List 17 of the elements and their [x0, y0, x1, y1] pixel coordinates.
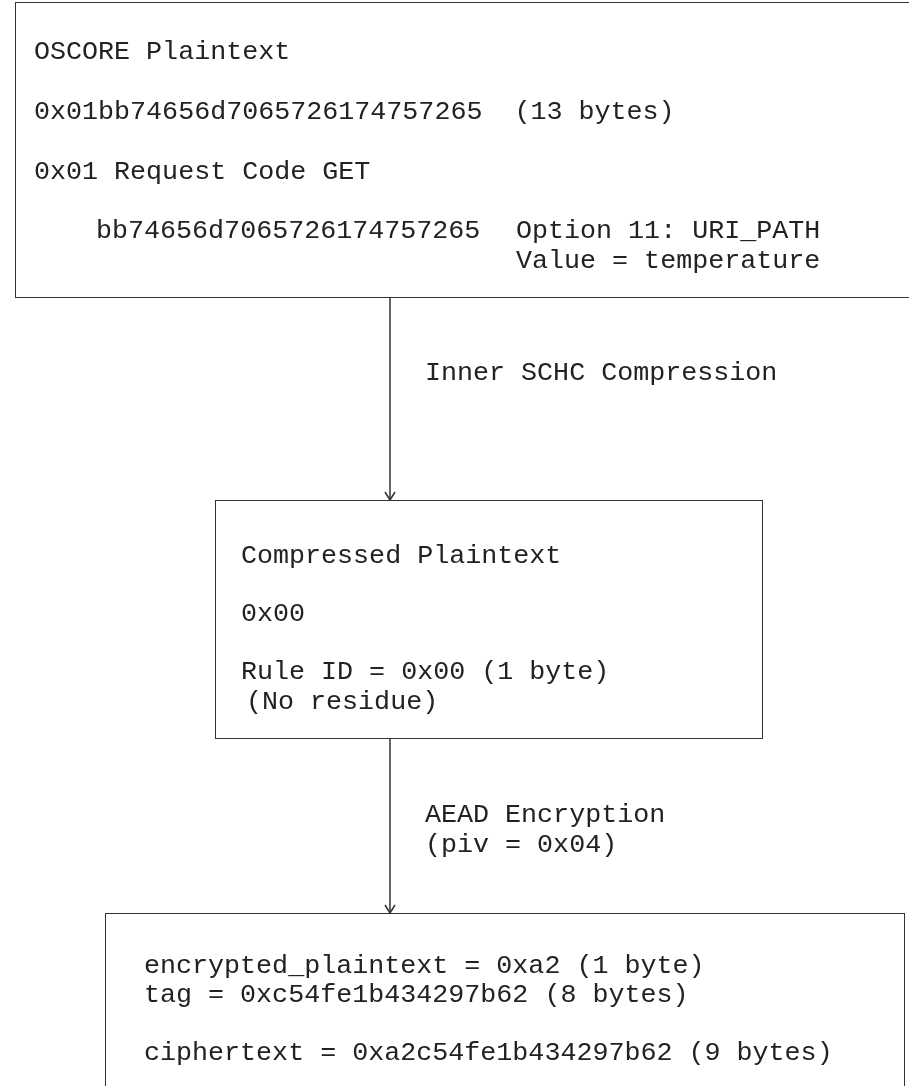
field-text: 0x01 Request Code GET: [34, 157, 371, 187]
arrow: [384, 297, 396, 501]
box-heading: Compressed Plaintext: [241, 541, 562, 571]
arrow: [384, 738, 396, 914]
field-text: Rule ID = 0x00 (1 byte): [241, 657, 610, 687]
field-text: tag = 0xc54fe1b434297b62 (8 bytes): [144, 980, 689, 1010]
field-text: ciphertext = 0xa2c54fe1b434297b62 (9 bytes): [144, 1038, 833, 1068]
content-box: [105, 913, 905, 1086]
field-text: 0x00: [241, 599, 306, 629]
field-text: Option 11: URI_PATH Value = temperature: [516, 216, 822, 276]
box-heading: OSCORE Plaintext: [34, 37, 291, 67]
field-text: (No residue): [246, 687, 439, 717]
content-box: [15, 2, 909, 298]
content-box: [215, 500, 763, 739]
field-text: bb74656d7065726174757265: [96, 216, 481, 246]
box-heading: encrypted_plaintext = 0xa2 (1 byte): [144, 951, 705, 981]
field-text: 0x01bb74656d7065726174757265 (13 bytes): [34, 97, 675, 127]
